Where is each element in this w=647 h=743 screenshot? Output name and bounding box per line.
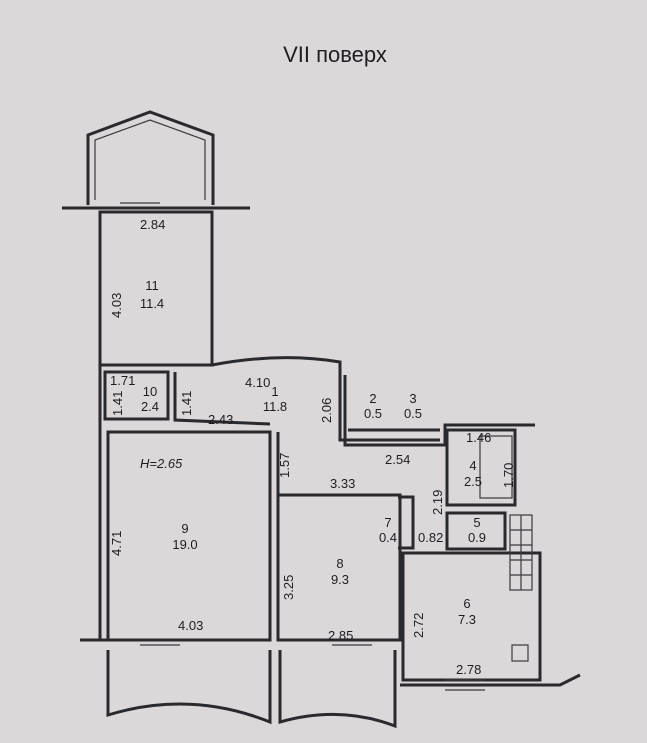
dim: 2.84 <box>140 217 165 232</box>
walls <box>62 202 581 691</box>
dimension-labels: 2.84 4.03 1.71 1.41 4.10 1.41 2.43 2.06 … <box>109 217 516 677</box>
room-10-area: 2.4 <box>141 399 159 414</box>
dim: 1.41 <box>110 391 125 416</box>
dim: 2.19 <box>430 490 445 515</box>
dim: 4.03 <box>109 293 124 318</box>
room-7-number: 7 <box>384 515 391 530</box>
ceiling-height: H=2.65 <box>140 456 183 471</box>
dim: 4.10 <box>245 375 270 390</box>
room-6-area: 7.3 <box>458 612 476 627</box>
dim: 0.82 <box>418 530 443 545</box>
room-10-number: 10 <box>143 384 157 399</box>
room-4-number: 4 <box>469 458 476 473</box>
room-1-number: 1 <box>271 384 278 399</box>
room-9-number: 9 <box>181 521 188 536</box>
dim: 1.57 <box>277 453 292 478</box>
shaft-grid <box>509 514 533 662</box>
dim: 2.54 <box>385 452 410 467</box>
room-6-number: 6 <box>463 596 470 611</box>
dim: 4.71 <box>109 531 124 556</box>
dim: 1.46 <box>466 430 491 445</box>
dim: 2.85 <box>328 628 353 643</box>
dim: 4.03 <box>178 618 203 633</box>
room-7-area: 0.4 <box>379 530 397 545</box>
dim: 2.06 <box>319 398 334 423</box>
dim: 2.72 <box>411 613 426 638</box>
dim: 3.33 <box>330 476 355 491</box>
room-2-area: 0.5 <box>364 406 382 421</box>
room-5-area: 0.9 <box>468 530 486 545</box>
room-8-number: 8 <box>336 556 343 571</box>
room-5-number: 5 <box>473 515 480 530</box>
room-9-area: 19.0 <box>172 537 197 552</box>
dim: 1.70 <box>501 463 516 488</box>
room-4-area: 2.5 <box>464 474 482 489</box>
dim: 1.71 <box>110 373 135 388</box>
room-3-number: 3 <box>409 391 416 406</box>
room-3-area: 0.5 <box>404 406 422 421</box>
dim: 2.78 <box>456 662 481 677</box>
room-labels: 11 11.4 10 2.4 1 11.8 2 0.5 3 0.5 4 2.5 … <box>140 278 486 627</box>
dim: 2.43 <box>208 412 233 427</box>
room-11-area: 11.4 <box>140 296 164 311</box>
dim: 1.41 <box>179 391 194 416</box>
room-2-number: 2 <box>369 391 376 406</box>
balconies-bottom <box>106 650 397 729</box>
room-11-number: 11 <box>145 278 159 293</box>
floor-title: VII поверх <box>283 42 387 67</box>
balcony-top <box>86 110 215 205</box>
dim: 3.25 <box>281 575 296 600</box>
room-8-area: 9.3 <box>331 572 349 587</box>
room-1-area: 11.8 <box>263 399 287 414</box>
